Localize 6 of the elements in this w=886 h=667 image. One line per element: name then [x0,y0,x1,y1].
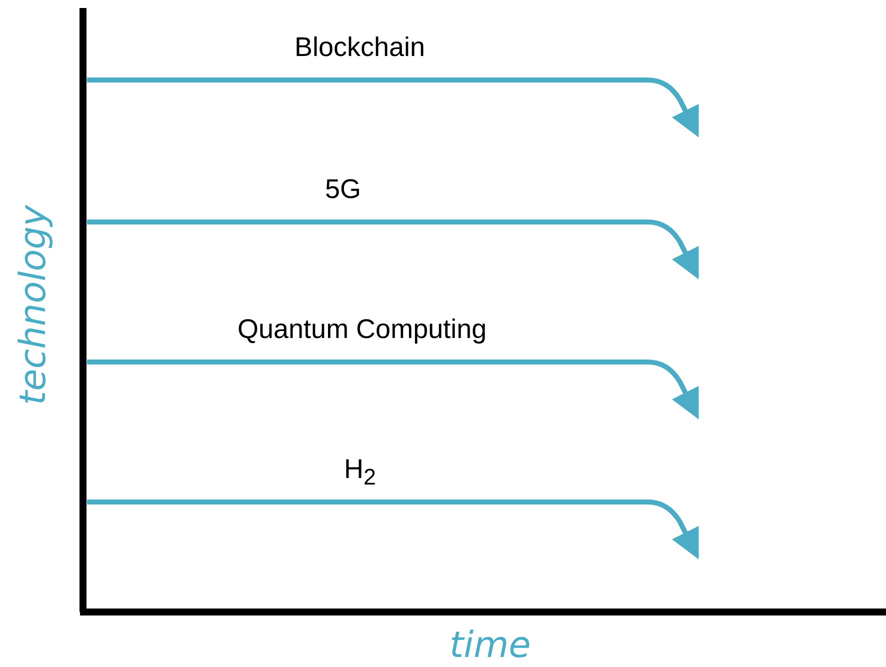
axis-title: time [450,628,531,664]
line-label: Blockchain [294,34,426,61]
line-label: Quantum Computing [238,316,487,343]
line-label: 5G [325,176,362,203]
axis-title: technology [16,205,52,405]
line-label: H$_{2}$ [344,456,376,489]
